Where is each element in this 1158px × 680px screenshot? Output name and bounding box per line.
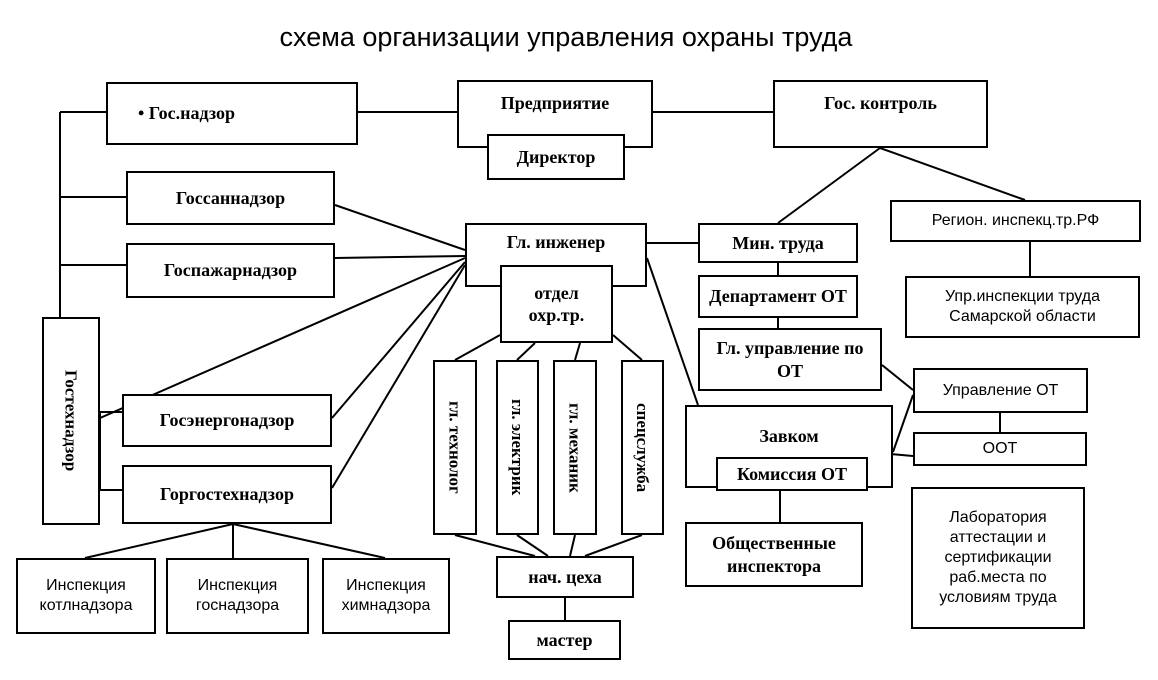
gl-elektrik-box: гл. электрик: [496, 360, 539, 535]
link-gospozhar-glinzh: [334, 255, 466, 259]
link-gorgos-glinzh: [331, 264, 466, 489]
specsluzhba-label: спецслужба: [633, 402, 653, 493]
gostehnadzor-box: Гостехнадзор: [42, 317, 100, 525]
link-gosenergo-glinzh: [331, 261, 466, 419]
min-truda-box: Мин. труда: [698, 223, 858, 263]
specsluzhba-box: спецслужба: [621, 360, 664, 535]
otdel-ohr-tr-box: отдел охр.тр.: [500, 265, 613, 343]
gl-upravlenie-box: Гл. управление по ОТ: [698, 328, 882, 391]
upr-inspekcii-truda-box: Упр.инспекции труда Самарской области: [905, 276, 1140, 338]
upravlenie-ot-box: Управление ОТ: [913, 368, 1088, 413]
link-otdel-mehanik: [574, 342, 581, 361]
link-mehanik-nachceha: [569, 534, 576, 557]
region-inspekc-box: Регион. инспекц.тр.РФ: [890, 200, 1141, 242]
gorgostehnadzor-box: Горгостехнадзор: [122, 465, 332, 524]
link-gossannadzor-glinzh: [334, 204, 466, 251]
link-glupr-upravlenie: [881, 364, 914, 391]
link-gostehnadzor-glinzh: [99, 257, 466, 419]
link-gorgos-kotl: [84, 523, 234, 559]
gl-mehanik-label: гл. механик: [565, 402, 585, 493]
page-title: схема организации управления охраны труд…: [279, 22, 853, 52]
gosenergonadzor-box: Госэнергонадзор: [122, 394, 332, 447]
link-goskontrol-mintruda: [777, 147, 881, 224]
goskontrol-box: Гос. контроль: [773, 80, 988, 148]
link-glinzh-zavkom: [646, 257, 699, 406]
direktor-box: Директор: [487, 134, 625, 180]
link-tehnolog-nachceha: [454, 534, 536, 557]
gossannadzor-box: Госсаннадзор: [126, 171, 335, 225]
gl-tehnolog-label: гл. технолог: [445, 401, 465, 494]
komissiya-ot-box: Комиссия ОТ: [716, 457, 868, 491]
departament-ot-box: Департамент ОТ: [698, 275, 858, 318]
link-otdel-tehnolog: [454, 334, 501, 361]
inspekciya-himnadzora-box: Инспекция химнадзора: [322, 558, 450, 634]
link-otdel-specsl: [612, 334, 643, 361]
master-box: мастер: [508, 620, 621, 660]
link-otdel-elektrik: [516, 342, 536, 361]
laboratoriya-box: Лаборатория аттестации и сертификации ра…: [911, 487, 1085, 629]
oot-box: ООТ: [913, 432, 1087, 466]
link-specsl-nachceha: [584, 534, 643, 557]
gl-tehnolog-box: гл. технолог: [433, 360, 477, 535]
gostehnadzor-label: Гостехнадзор: [61, 370, 81, 472]
gl-elektrik-label: гл. электрик: [508, 399, 528, 496]
inspekciya-kotlnadzora-box: Инспекция котлнадзора: [16, 558, 156, 634]
link-goskontrol-region: [879, 147, 1026, 201]
gosnadzor-box: • Гос.надзор: [106, 82, 358, 145]
obshestvennye-inspektora-box: Общественные инспектора: [685, 522, 863, 587]
inspekciya-gosnadzora-box: Инспекция госнадзора: [166, 558, 309, 634]
link-elektrik-nachceha: [516, 534, 549, 557]
nach-ceha-box: нач. цеха: [496, 556, 634, 598]
link-zavkom-upravlenie: [892, 394, 914, 453]
link-gorgos-him: [232, 523, 386, 559]
gl-mehanik-box: гл. механик: [553, 360, 597, 535]
gospozharnadzor-box: Госпажарнадзор: [126, 243, 335, 298]
